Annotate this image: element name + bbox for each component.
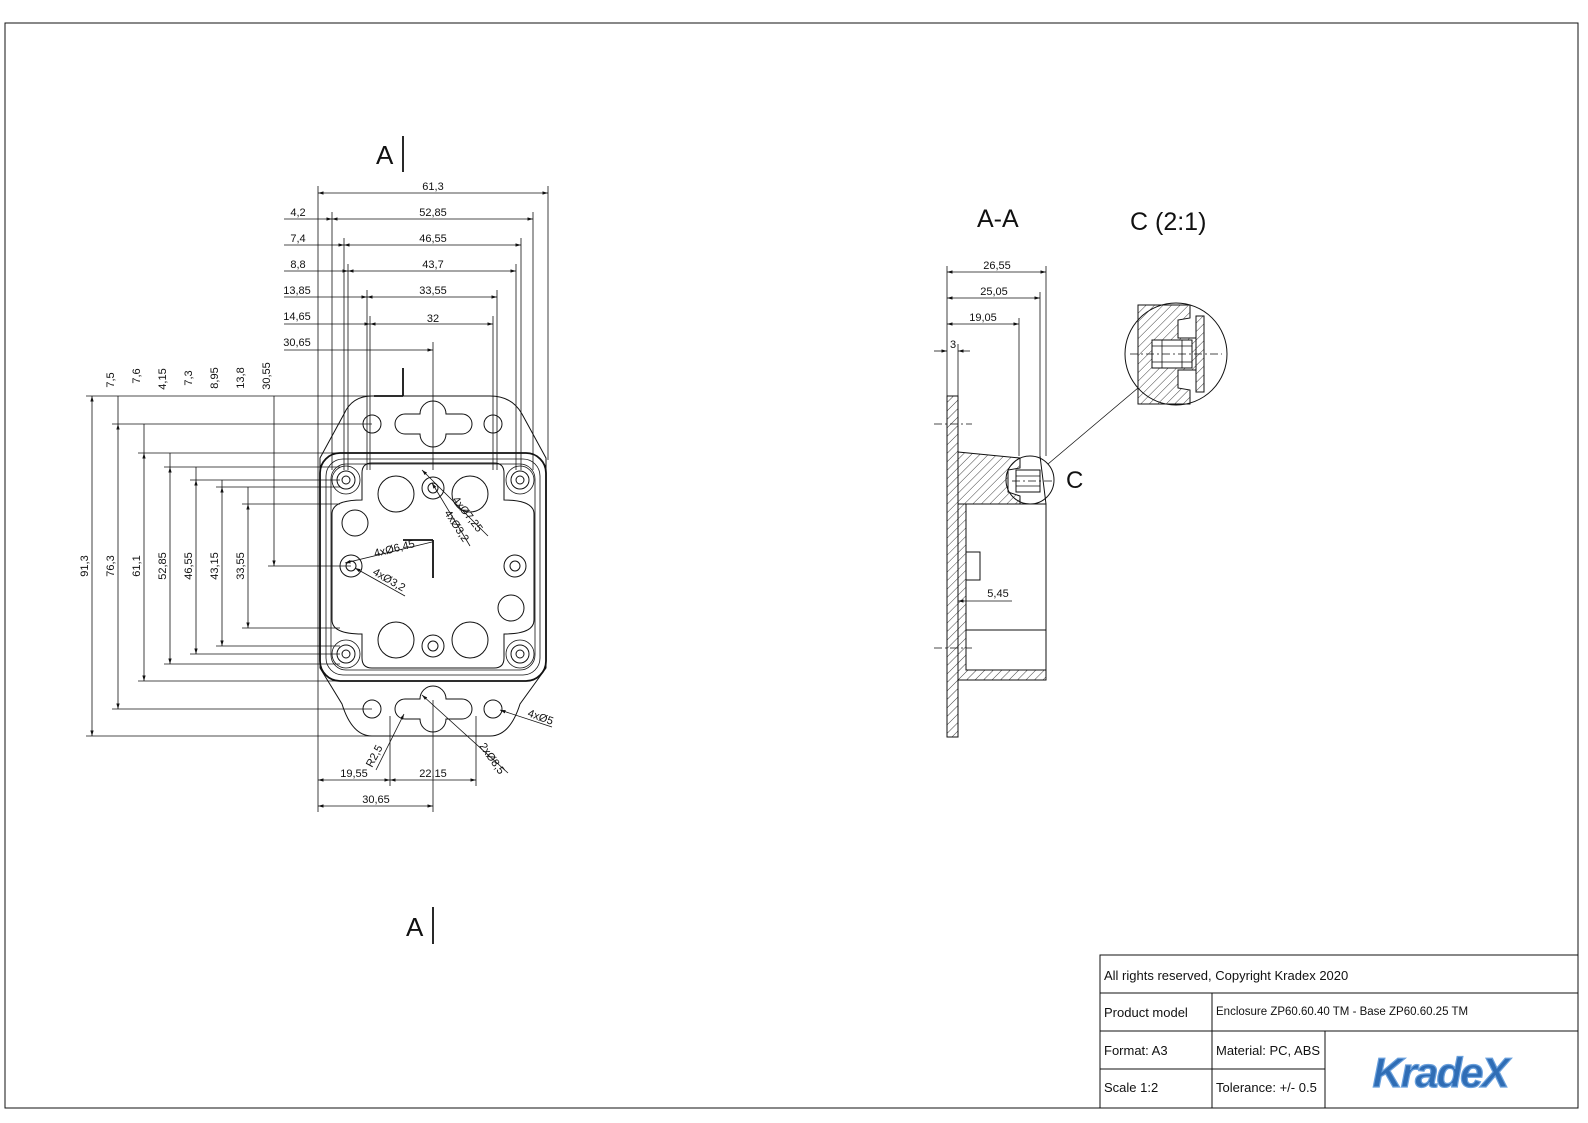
scale-text: Scale 1:2 <box>1104 1080 1158 1095</box>
dim-overall-width: 61,3 <box>422 181 443 193</box>
product-model-value: Enclosure ZP60.60.40 TM - Base ZP60.60.2… <box>1216 1006 1468 1018</box>
dim-bottom-2: 22,15 <box>419 768 447 780</box>
detail-c-view <box>1124 302 1228 406</box>
dim-left-1: 4,2 <box>290 207 305 219</box>
dim-voff-7: 30,55 <box>261 362 273 390</box>
section-body-outline <box>966 503 1047 670</box>
dim-overall-height: 91,3 <box>79 555 91 576</box>
title-block: All rights reserved, Copyright Kradex 20… <box>1099 954 1579 1109</box>
dim-section-1: 26,55 <box>983 260 1011 272</box>
dim-vert-3: 61,1 <box>131 555 143 576</box>
product-model-label: Product model <box>1104 1005 1188 1020</box>
tolerance-text: Tolerance: +/- 0.5 <box>1216 1080 1317 1095</box>
dim-left-6: 30,65 <box>283 337 311 349</box>
dim-top-3: 46,55 <box>419 233 447 245</box>
dim-bottom-3: 30,65 <box>362 794 390 806</box>
section-letter-top: A <box>376 140 394 170</box>
kradex-logo: KradeX <box>1372 1048 1515 1096</box>
kradex-logo-text: KradeX <box>1372 1049 1512 1096</box>
section-letter-bottom: A <box>406 912 424 942</box>
section-view <box>934 387 1139 738</box>
dim-voff-6: 13,8 <box>235 367 247 388</box>
dim-voff-4: 7,3 <box>183 370 195 385</box>
callout-pcb-outer: 4xØ6,45 <box>373 538 416 560</box>
dim-bottom-1: 19,55 <box>340 768 368 780</box>
section-flange <box>946 395 959 738</box>
dim-voff-1: 7,5 <box>105 372 117 387</box>
copyright-text: All rights reserved, Copyright Kradex 20… <box>1104 968 1348 983</box>
section-marker-top: A <box>376 136 404 172</box>
dim-section-4: 3 <box>950 339 956 351</box>
dim-vert-7: 33,55 <box>235 552 247 580</box>
pcb-bosses <box>339 476 527 658</box>
dim-vert-5: 46,55 <box>183 552 195 580</box>
dim-voff-3: 4,15 <box>157 368 169 389</box>
callout-flange-hole: 4xØ5 <box>526 708 555 728</box>
section-upper-wall <box>957 451 1021 505</box>
detail-view-title: C (2:1) <box>1130 208 1206 236</box>
front-left-dimensions: 91,3 76,3 61,1 52,85 46,55 43,15 33,55 7… <box>79 362 372 737</box>
dim-section-3: 19,05 <box>969 312 997 324</box>
dim-top-2: 52,85 <box>419 207 447 219</box>
dim-top-6: 32 <box>427 313 439 325</box>
section-view-title: A-A <box>977 205 1019 233</box>
dim-top-5: 33,55 <box>419 285 447 297</box>
dim-vert-2: 76,3 <box>105 555 117 576</box>
callout-keyhole: 2xØ8,5 <box>477 741 507 777</box>
detail-marker-label: C <box>1066 467 1083 494</box>
front-bottom-dimensions: 19,55 22,15 30,65 <box>317 680 477 812</box>
dim-voff-5: 8,95 <box>209 367 221 388</box>
dim-left-5: 14,65 <box>283 311 311 323</box>
dim-section-2: 25,05 <box>980 286 1008 298</box>
dim-left-4: 13,85 <box>283 285 311 297</box>
dim-vert-4: 52,85 <box>157 552 169 580</box>
hole-callouts: 4xØ7,25 4xØ3,2 4xØ6,45 4xØ3,2 4xØ5 2xØ8,… <box>344 469 555 777</box>
dim-voff-2: 7,6 <box>131 368 143 383</box>
body-inner-cavity <box>331 462 535 669</box>
section-cut-line <box>374 368 434 578</box>
dim-section-5: 5,45 <box>987 588 1008 600</box>
section-dimensions: 26,55 25,05 19,05 3 5,45 <box>934 260 1047 603</box>
drawing-frame <box>4 22 1579 1109</box>
callout-radius: R2,5 <box>364 743 386 769</box>
callout-pcb-inner: 4xØ3,2 <box>371 566 408 594</box>
floor-cutouts <box>341 475 525 659</box>
material-text: Material: PC, ABS <box>1216 1043 1320 1058</box>
format-text: Format: A3 <box>1104 1043 1168 1058</box>
dim-left-3: 8,8 <box>290 259 305 271</box>
front-top-dimensions: 61,3 52,85 46,55 43,7 33,55 32 4,2 7,4 8… <box>283 181 549 680</box>
dim-top-4: 43,7 <box>422 259 443 271</box>
dim-left-2: 7,4 <box>290 233 305 245</box>
section-marker-bottom: A <box>406 907 434 944</box>
dim-vert-6: 43,15 <box>209 552 221 580</box>
